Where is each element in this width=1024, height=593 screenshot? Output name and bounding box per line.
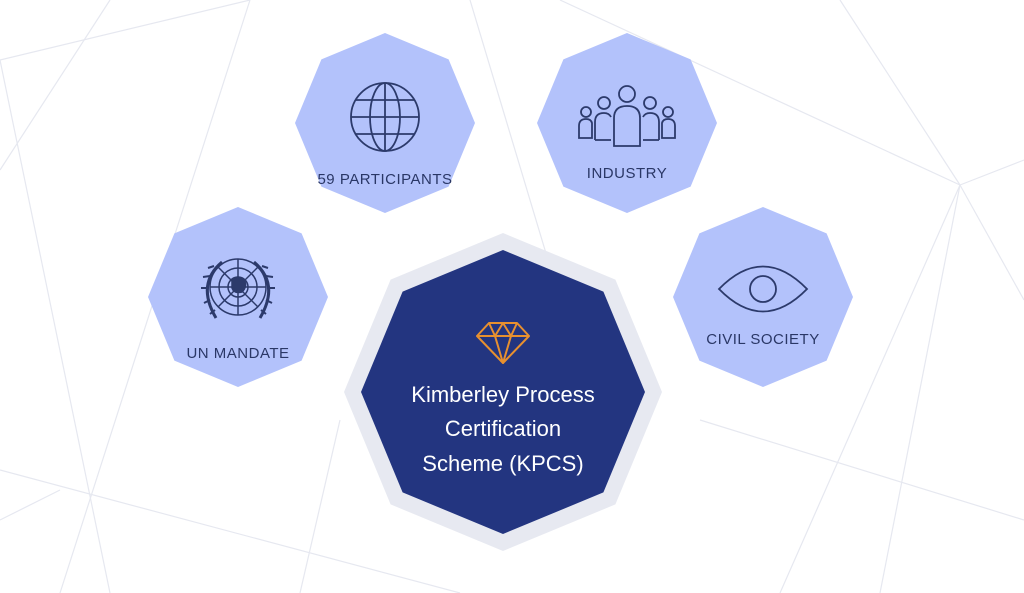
node-kpcs-center: Kimberley Process Certification Scheme (… — [344, 233, 662, 551]
un-emblem-icon — [201, 258, 275, 319]
node-industry-shape — [537, 33, 717, 213]
node-civil-society-shape — [673, 207, 853, 387]
center-title-line-2: Certification — [445, 416, 561, 441]
eye-icon — [717, 265, 809, 313]
node-participants: 59 PARTICIPANTS — [295, 33, 475, 213]
node-civil-society-label: CIVIL SOCIETY — [706, 331, 819, 348]
node-civil-society: CIVIL SOCIETY — [673, 207, 853, 387]
center-title-line-3: Scheme (KPCS) — [422, 451, 583, 476]
diamond-icon — [476, 322, 530, 364]
people-group-icon — [578, 85, 676, 147]
node-industry: INDUSTRY — [537, 33, 717, 213]
center-title-line-1: Kimberley Process — [411, 382, 594, 407]
node-un-mandate: UN MANDATE — [148, 207, 328, 387]
node-participants-label: 59 PARTICIPANTS — [317, 171, 452, 188]
center-shape — [361, 250, 645, 534]
globe-icon — [350, 82, 420, 152]
node-industry-label: INDUSTRY — [587, 165, 667, 182]
node-un-mandate-label: UN MANDATE — [186, 345, 289, 362]
